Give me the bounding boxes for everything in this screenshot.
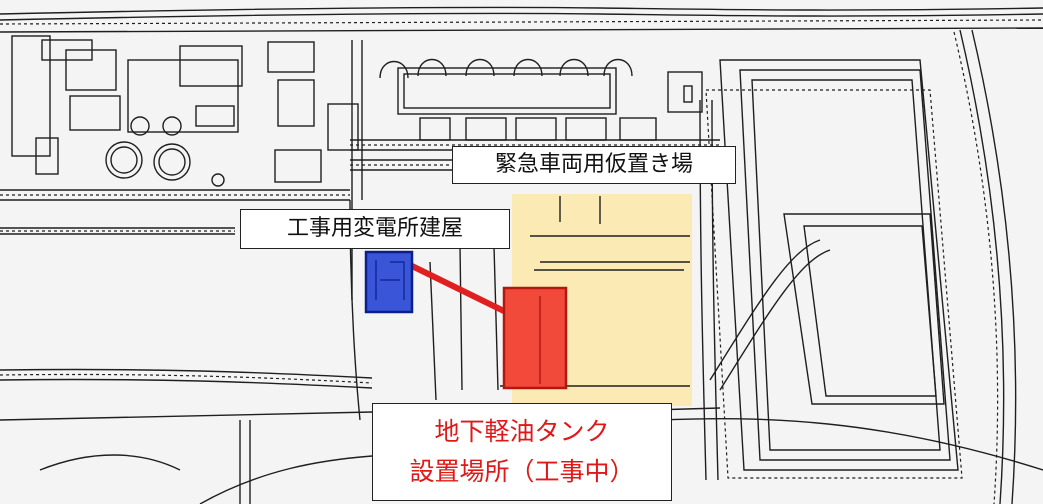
substation-label: 工事用変電所建屋 xyxy=(240,209,510,249)
tank-label: 地下軽油タンク 設置場所（工事中） xyxy=(372,403,672,501)
parking-label: 緊急車両用仮置き場 xyxy=(452,146,736,184)
substation-detail xyxy=(375,260,405,300)
tank-label-line-2: 設置場所（工事中） xyxy=(409,457,635,486)
tank-label-line-1: 地下軽油タンク xyxy=(434,417,610,446)
connector-line xyxy=(410,263,512,317)
map-linework xyxy=(0,6,1043,504)
substation-building xyxy=(364,250,414,314)
tank-area xyxy=(502,286,568,390)
